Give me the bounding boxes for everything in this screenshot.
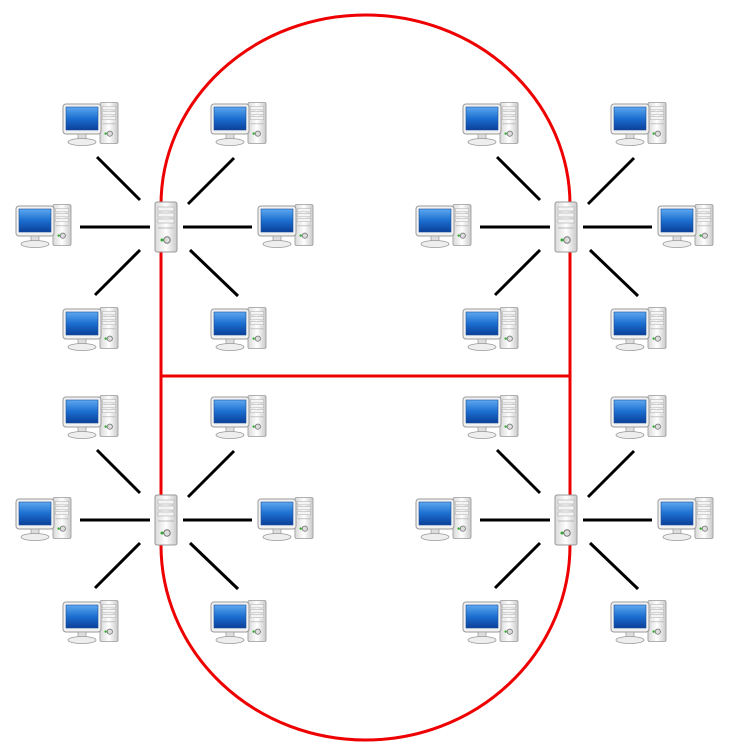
client-links (80, 155, 652, 591)
computer-icon (211, 308, 266, 351)
computer-icon (258, 498, 313, 541)
computer-icon (611, 601, 666, 644)
computer-icon (63, 308, 118, 351)
computer-icon (611, 308, 666, 351)
computer-icon (611, 396, 666, 439)
server-top-left-link (95, 155, 142, 202)
computer-icon (211, 103, 266, 146)
server-bottom-right-link (495, 448, 542, 495)
server-bottom-right-link (588, 541, 640, 591)
server-bottom-left-link (186, 449, 236, 499)
computer-icon (658, 205, 713, 248)
computer-icon (463, 601, 518, 644)
computer-icon (416, 498, 471, 541)
server-top-left-link (188, 248, 240, 298)
computer-icon (463, 308, 518, 351)
server-bottom-left-link (188, 541, 240, 591)
server-top-left-icon (154, 201, 178, 253)
server-top-right-link (588, 248, 640, 298)
computer-icon (211, 396, 266, 439)
computer-icon (258, 205, 313, 248)
computer-icon (63, 103, 118, 146)
server-top-right-link (586, 156, 636, 206)
server-top-right-icon (554, 201, 578, 253)
computer-icon (611, 103, 666, 146)
computer-icon (463, 396, 518, 439)
server-bottom-left-link (95, 448, 142, 495)
computer-icon (63, 396, 118, 439)
backbone-top-arc (159, 13, 572, 206)
server-bottom-left-icon (154, 494, 178, 546)
server-top-left-link (93, 248, 142, 297)
computer-icon (658, 498, 713, 541)
computer-icon (463, 103, 518, 146)
server-top-left-link (186, 156, 236, 206)
server-bottom-left-link (93, 541, 142, 590)
computer-icon (211, 601, 266, 644)
server-bottom-right-link (493, 541, 542, 590)
server-bottom-right-link (586, 449, 636, 499)
server-top-right-link (493, 248, 542, 297)
computer-icon (416, 205, 471, 248)
computer-icon (16, 498, 71, 541)
backbone-bottom-arc (159, 544, 572, 742)
computer-icon (16, 205, 71, 248)
server-bottom-right-icon (554, 494, 578, 546)
backbone-ring (159, 13, 572, 742)
server-top-right-link (495, 155, 542, 202)
computer-icon (63, 601, 118, 644)
